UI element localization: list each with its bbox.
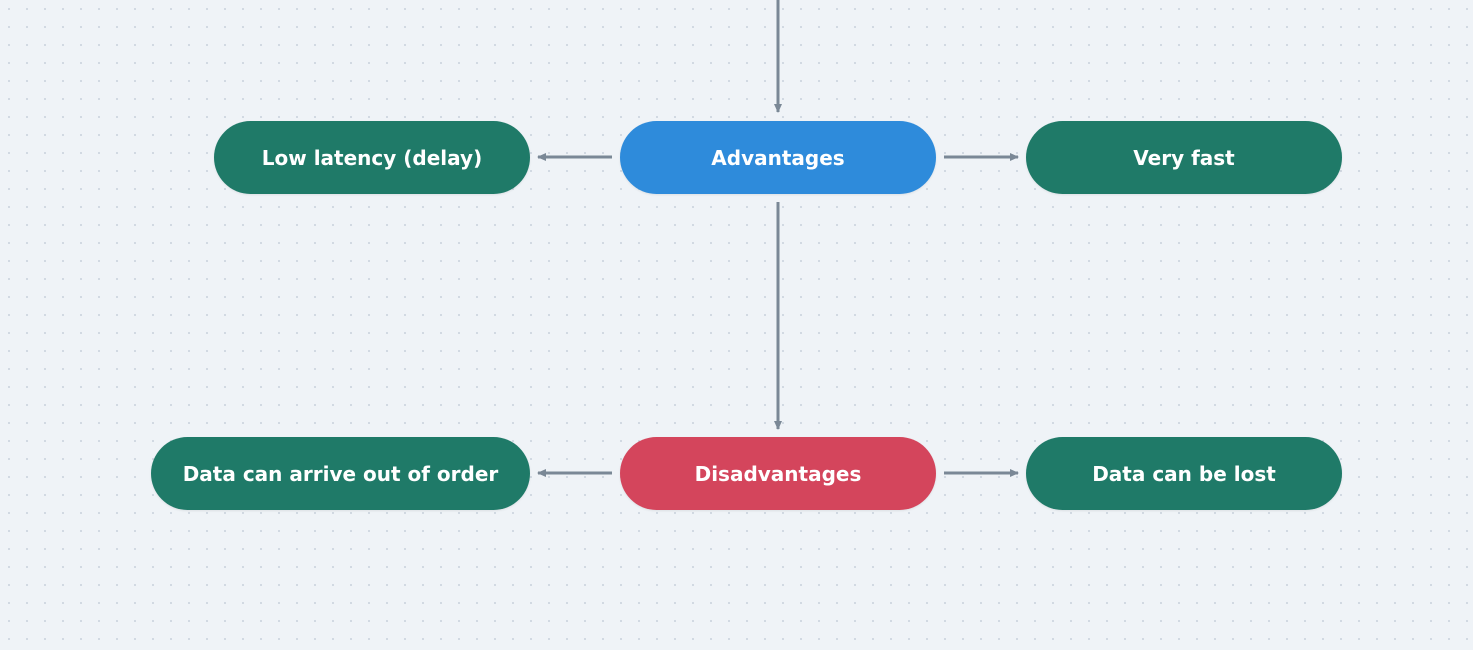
node-very-fast-label: Very fast (1133, 145, 1235, 170)
node-low-latency[interactable]: Low latency (delay) (214, 121, 530, 194)
node-advantages[interactable]: Advantages (620, 121, 936, 194)
node-very-fast[interactable]: Very fast (1026, 121, 1342, 194)
node-disadvantages[interactable]: Disadvantages (620, 437, 936, 510)
node-disadvantages-label: Disadvantages (694, 461, 862, 486)
node-data-lost-label: Data can be lost (1092, 461, 1276, 486)
node-data-lost[interactable]: Data can be lost (1026, 437, 1342, 510)
node-out-of-order-label: Data can arrive out of order (182, 461, 499, 486)
node-low-latency-label: Low latency (delay) (261, 145, 483, 170)
node-advantages-label: Advantages (711, 145, 845, 170)
node-out-of-order[interactable]: Data can arrive out of order (151, 437, 530, 510)
